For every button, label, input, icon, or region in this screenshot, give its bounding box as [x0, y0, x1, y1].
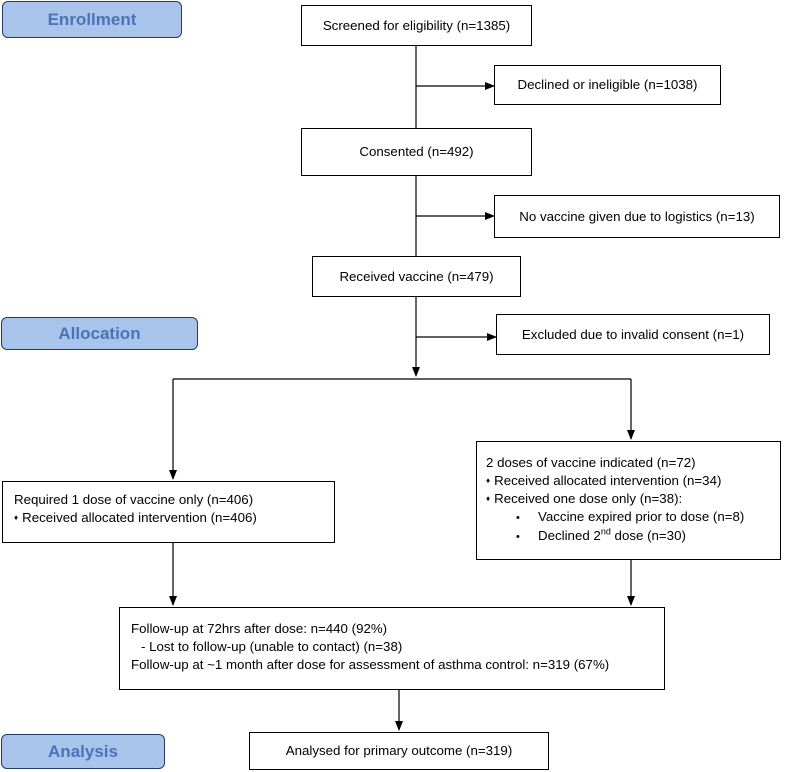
screened-text: Screened for eligibility (n=1385) — [322, 17, 511, 33]
followup-line-2: - Lost to follow-up (unable to contact) … — [141, 639, 403, 654]
two-dose-box: 2 doses of vaccine indicated (n=72) ♦Rec… — [476, 441, 781, 560]
consented-box: Consented (n=492) — [301, 128, 532, 176]
received-vaccine-box: Received vaccine (n=479) — [312, 256, 521, 297]
phase-allocation: Allocation — [1, 317, 198, 350]
round-bullet-icon: • — [516, 531, 520, 543]
one-dose-title: Required 1 dose of vaccine only (n=406) — [14, 492, 254, 507]
round-bullet-icon: • — [516, 512, 520, 524]
one-dose-item-text: Received allocated intervention (n=406) — [22, 510, 257, 525]
declined-box: Declined or ineligible (n=1038) — [494, 65, 721, 105]
diamond-bullet-icon: ♦ — [14, 513, 19, 522]
two-dose-item-2: ♦Received one dose only (n=38): — [486, 490, 780, 508]
excluded-text: Excluded due to invalid consent (n=1) — [521, 326, 745, 342]
diamond-bullet-icon: ♦ — [486, 494, 491, 503]
two-dose-sub-1: • Vaccine expired prior to dose (n=8) — [486, 508, 780, 527]
consented-text: Consented (n=492) — [359, 144, 474, 159]
analysed-text: Analysed for primary outcome (n=319) — [285, 743, 513, 758]
two-dose-title: 2 doses of vaccine indicated (n=72) — [486, 455, 696, 470]
declined-text: Declined or ineligible (n=1038) — [517, 77, 698, 92]
two-dose-sub-2-sup: nd — [600, 526, 611, 537]
no-vaccine-box: No vaccine given due to logistics (n=13) — [494, 195, 780, 238]
two-dose-item-1: ♦Received allocated intervention (n=34) — [486, 472, 780, 490]
phase-enrollment: Enrollment — [2, 1, 182, 38]
no-vaccine-text: No vaccine given due to logistics (n=13) — [519, 208, 755, 224]
two-dose-sub-2-post: dose (n=30) — [610, 528, 686, 543]
two-dose-item-2-text: Received one dose only (n=38): — [494, 491, 683, 506]
received-vaccine-text: Received vaccine (n=479) — [339, 268, 494, 284]
two-dose-sub-1-text: Vaccine expired prior to dose (n=8) — [538, 509, 745, 524]
one-dose-box: Required 1 dose of vaccine only (n=406) … — [2, 481, 335, 543]
followup-line-3: Follow-up at ~1 month after dose for ass… — [131, 657, 610, 672]
analysed-box: Analysed for primary outcome (n=319) — [249, 732, 549, 770]
two-dose-item-1-text: Received allocated intervention (n=34) — [494, 473, 722, 488]
two-dose-sub-2-pre: Declined 2 — [538, 528, 601, 543]
followup-box: Follow-up at 72hrs after dose: n=440 (92… — [119, 607, 665, 690]
followup-line-1: Follow-up at 72hrs after dose: n=440 (92… — [131, 621, 388, 636]
diamond-bullet-icon: ♦ — [486, 476, 491, 485]
two-dose-sub-2: • Declined 2nd dose (n=30) — [486, 527, 780, 546]
one-dose-item: ♦Received allocated intervention (n=406) — [14, 509, 334, 527]
excluded-box: Excluded due to invalid consent (n=1) — [496, 314, 770, 355]
phase-analysis: Analysis — [1, 734, 165, 769]
screened-box: Screened for eligibility (n=1385) — [301, 5, 532, 46]
